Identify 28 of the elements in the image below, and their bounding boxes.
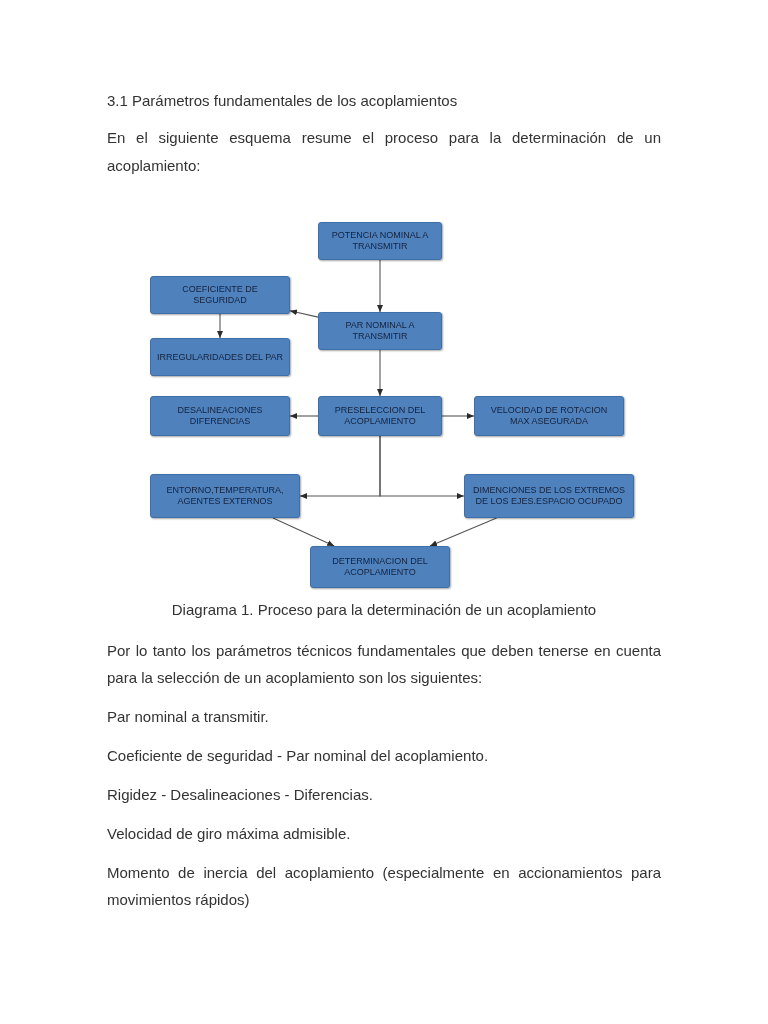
arrow: [217, 313, 223, 339]
process-box: DETERMINACION DEL ACOPLAMIENTO: [310, 546, 450, 588]
arrow: [429, 517, 498, 547]
section-heading: 3.1 Parámetros fundamentales de los acoplamientos: [107, 91, 459, 111]
arrow: [377, 349, 383, 397]
arrow: [377, 259, 383, 313]
process-box: COEFICIENTE DE SEGURIDAD: [150, 276, 290, 314]
process-box: ENTORNO,TEMPERATURA, AGENTES EXTERNOS: [150, 474, 300, 518]
arrow: [289, 309, 319, 318]
paragraph: Coeficiente de seguridad - Par nominal del acoplamiento.: [107, 746, 490, 766]
process-box: DIMENCIONES DE LOS EXTREMOS DE LOS EJES.ESPACIO OCUPADO: [464, 474, 634, 518]
paragraph: Par nominal a transmitir.: [107, 707, 270, 727]
process-box: PAR NOMINAL A TRANSMITIR: [318, 312, 442, 350]
paragraph: Momento de inercia del acoplamiento (especialmente en accionamientos para movimientos rápidos): [107, 863, 661, 910]
arrow: [289, 413, 319, 419]
paragraph: Rigidez - Desalineaciones - Diferencias.: [107, 785, 374, 805]
process-box: PRESELECCION DEL ACOPLAMIENTO: [318, 396, 442, 436]
process-box: IRREGULARIDADES DEL PAR: [150, 338, 290, 376]
arrow: [379, 435, 465, 499]
figure-caption: Diagrama 1. Proceso para la determinación de un acoplamiento: [170, 600, 598, 620]
arrow: [441, 413, 475, 419]
arrow: [272, 517, 335, 547]
paragraph: Velocidad de giro máxima admisible.: [107, 824, 352, 844]
paragraph: En el siguiente esquema resume el proceso para la determinación de un acoplamiento:: [107, 128, 661, 176]
process-box: VELOCIDAD DE ROTACION MAX ASEGURADA: [474, 396, 624, 436]
paragraph: Por lo tanto los parámetros técnicos fundamentales que deben tenerse en cuenta para la selección de un acoplamiento son los siguientes:: [107, 641, 661, 688]
process-box: POTENCIA NOMINAL A TRANSMITIR: [318, 222, 442, 260]
process-box: DESALINEACIONES DIFERENCIAS: [150, 396, 290, 436]
